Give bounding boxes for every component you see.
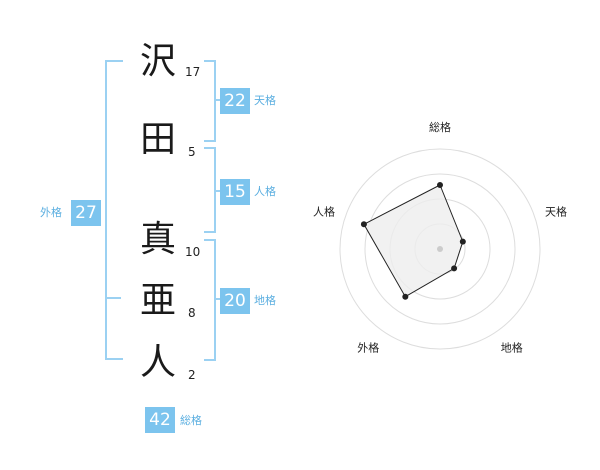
radar-point-1 <box>459 238 466 245</box>
radar-axis-label-4: 人格 <box>313 204 335 218</box>
name-char-2: 田 <box>139 119 176 160</box>
radar-point-2 <box>451 265 458 272</box>
radar-point-4 <box>360 221 367 228</box>
stroke-count-1: 17 <box>185 65 201 79</box>
jinkaku-connector <box>214 190 222 192</box>
radar-point-0 <box>437 182 443 188</box>
chikaku-bracket <box>204 239 216 361</box>
stroke-count-4: 8 <box>188 306 196 320</box>
radar-axis-label-3: 外格 <box>357 341 379 355</box>
gaikaku-value: 27 <box>71 200 101 226</box>
chikaku-label: 地格 <box>254 294 276 307</box>
radar-area <box>363 184 464 298</box>
soukaku-label: 総格 <box>180 414 202 427</box>
radar-point-3 <box>402 293 409 300</box>
gaikaku-label: 外格 <box>40 206 62 219</box>
jinkaku-label: 人格 <box>254 185 276 198</box>
radar-axis-label-0: 総格 <box>429 120 451 134</box>
gaikaku-bracket <box>105 60 123 360</box>
name-char-1: 沢 <box>139 41 176 82</box>
tenkaku-bracket <box>204 60 216 142</box>
radar-axis-label-1: 天格 <box>545 204 567 218</box>
radar-axis-label-2: 地格 <box>501 341 523 355</box>
radar-ring-4 <box>339 148 541 350</box>
stroke-count-2: 5 <box>188 145 196 159</box>
stroke-count-3: 10 <box>185 245 201 259</box>
tenkaku-value: 22 <box>220 88 250 114</box>
name-char-5: 人 <box>139 342 176 383</box>
soukaku-value: 42 <box>145 407 175 433</box>
tenkaku-connector <box>214 99 222 101</box>
chikaku-value: 20 <box>220 288 250 314</box>
name-char-3: 真 <box>139 219 176 260</box>
radar-ring-3 <box>364 173 516 325</box>
jinkaku-value: 15 <box>220 179 250 205</box>
chikaku-connector <box>214 298 222 300</box>
stroke-count-5: 2 <box>188 368 196 382</box>
radar-center-dot <box>437 246 443 252</box>
name-char-4: 亜 <box>139 280 176 321</box>
tenkaku-label: 天格 <box>254 94 276 107</box>
gaikaku-split-line <box>105 297 121 299</box>
